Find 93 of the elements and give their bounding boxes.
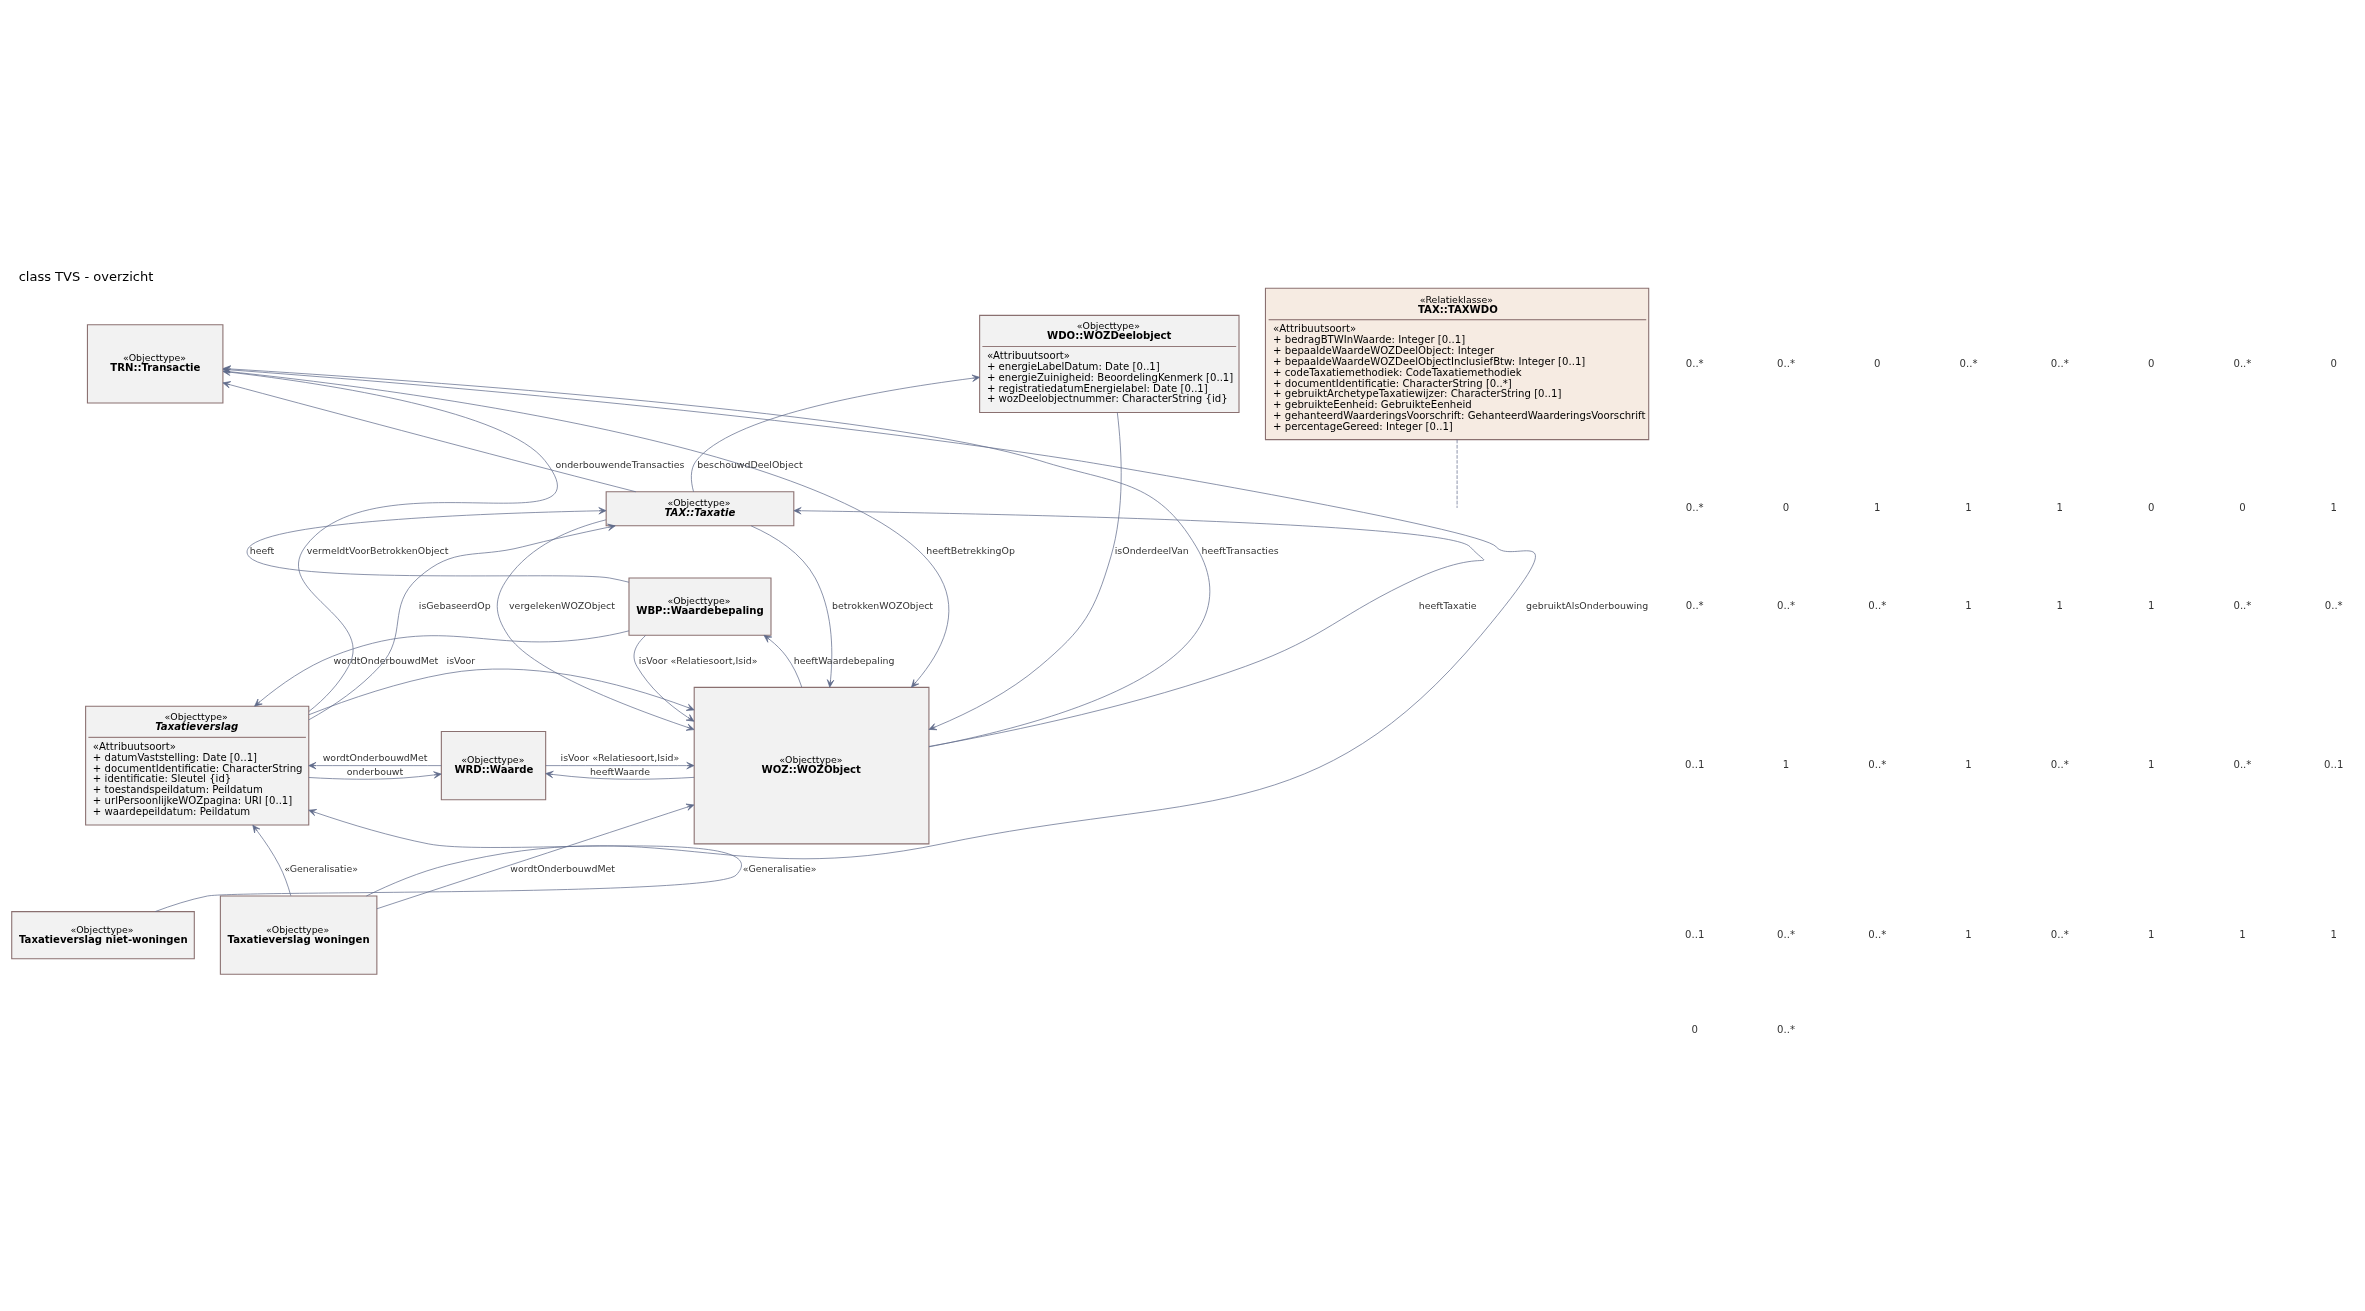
edge-label: betrokkenWOZObject [832,600,934,612]
node-box: «Objecttype» TAX::Taxatie [605,491,795,527]
label: 1 [2056,502,2064,514]
label: 0..* [1868,759,1887,771]
arrow [154,809,742,912]
label: 0..* [1959,357,1978,369]
edge-label: isVoor [446,654,476,666]
label: 1 [1965,759,1972,771]
edge-label: vermeldtVoorBetrokkenObject [306,545,449,557]
label: 1 [1965,502,1972,514]
connector [1456,439,1458,509]
label: 0 [1691,1023,1698,1035]
label: 0..* [1777,357,1795,369]
label: 0 [2330,357,2337,369]
label: 0..* [1777,928,1795,940]
arrow [222,381,637,493]
label: 0..* [1868,928,1887,940]
arrow [308,762,442,770]
arrow [793,507,1485,747]
arrow [750,525,835,688]
arrow [496,519,695,731]
edge-label: «Generalisatie» [742,863,817,875]
node-box: «Objecttype» WOZ::WOZObject [693,686,930,845]
label: 1 [2330,502,2337,514]
label: 0 [2239,502,2246,514]
label: 0..* [2233,600,2252,612]
label: 0 [1874,357,1881,369]
node-box: «Objecttype» WRD::Waarde [440,731,547,801]
label: 0..* [2324,600,2343,612]
label: 0..* [2050,357,2069,369]
edge-label: heeftTransacties [1201,545,1279,557]
edge-label: heeft [249,545,275,557]
label: 1 [1874,502,1881,514]
edge-label: vergelekenWOZObject [509,600,615,612]
node-box: «Objecttype» WBP::Waardebepaling [628,577,772,636]
label: 1 [2147,759,2155,771]
label: 1 [2147,928,2155,940]
arrow [545,770,695,780]
label: 1 [1782,759,1790,771]
edge-label: isVoor «Relatiesoort,Isid» [638,654,758,666]
label: 1 [2239,928,2246,940]
edge-label: isOnderdeelVan [1114,545,1189,557]
diagram-title: class TVS - overzicht [18,269,154,285]
edge-label: isVoor «Relatiesoort,Isid» [560,751,680,763]
arrow [376,803,695,910]
label: 0..1 [2324,759,2344,771]
label: 0..* [1777,1023,1795,1035]
label: 0..* [2233,759,2252,771]
arrow [308,523,616,721]
label: 1 [2147,600,2155,612]
arrow [246,507,630,583]
label: 0..1 [1685,928,1705,940]
arrow [928,412,1122,731]
edge-label: onderbouwt [346,766,404,778]
label: 0..* [1685,600,1704,612]
node-box: «Objecttype» Taxatieverslag woningen [219,895,378,975]
label: 0..* [2050,928,2069,940]
edge-label: «Generalisatie» [284,863,358,875]
label: 0..* [1777,600,1795,612]
label: 0..* [2050,759,2069,771]
label: 1 [1965,928,1972,940]
arrow [252,824,292,897]
edge-label: beschouwdDeelObject [697,459,803,471]
arrow [308,771,442,780]
arrow [308,668,695,716]
node-box: «Objecttype» Taxatieverslag niet-woningen [11,911,195,960]
edge-label: gebruiktAlsOnderbouwing [1526,600,1649,612]
arrow [254,630,630,707]
edge-label: heeftWaardebepaling [793,654,895,666]
edge-label: onderbouwendeTransacties [555,459,685,471]
label: 0..* [1868,600,1887,612]
label: 0..* [1685,357,1704,369]
node-box: «Objecttype» TRN::Transactie [86,324,224,404]
edge-label: wordtOnderbouwdMet [333,654,439,666]
label: 0 [2147,357,2155,369]
edge-label: wordtOnderbouwdMet [510,863,616,875]
edge-label: heeftTaxatie [1418,600,1477,612]
label: 0..* [2233,357,2252,369]
edge-label: heeftWaarde [589,766,650,778]
label: 0..1 [1685,759,1705,771]
edge-label: wordtOnderbouwdMet [322,751,428,763]
arrow [763,635,803,688]
label: 0 [2147,502,2155,514]
arrow [691,374,980,493]
label: 1 [2056,600,2064,612]
label: 1 [2330,928,2337,940]
arrow [545,762,695,770]
edge-label: heeftBetrekkingOp [926,545,1015,557]
label: 0..* [1685,502,1704,514]
arrow [633,635,695,722]
label: 1 [1965,600,1972,612]
edge-label: isGebaseerdOp [418,600,491,612]
label: 0 [1782,502,1790,514]
